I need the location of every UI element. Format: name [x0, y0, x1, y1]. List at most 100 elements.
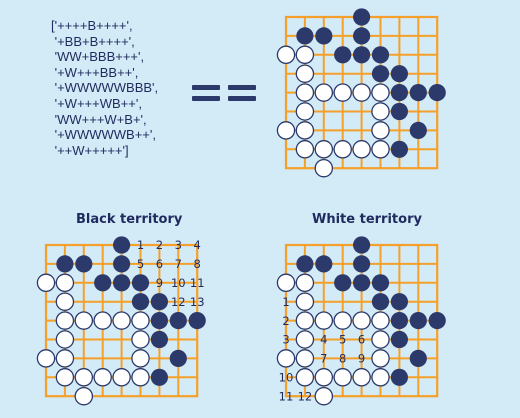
black-stone [428, 312, 446, 330]
white-stone [93, 311, 112, 330]
territory-label: 11 [279, 389, 294, 403]
black-stone [169, 312, 187, 330]
territory-label: 8 [194, 257, 201, 271]
code-line: ['++++B++++', [51, 18, 133, 33]
white-stone [36, 349, 56, 368]
territory-label: 13 [190, 295, 205, 309]
white-stone [314, 311, 334, 330]
white-stone [333, 368, 352, 387]
white-stone [314, 386, 334, 406]
white-stone [352, 83, 371, 102]
white-stone [55, 330, 75, 349]
territory-label: 8 [339, 352, 346, 366]
white-stone [74, 368, 94, 387]
black-stone [390, 293, 408, 311]
black-stone [390, 65, 408, 83]
code-line: '++W+++++'] [51, 142, 129, 158]
black-stone [296, 27, 314, 45]
black-stone [131, 274, 150, 292]
black-stone [75, 255, 93, 273]
white-stone [371, 83, 390, 102]
territory-label: 10 [279, 371, 294, 385]
black-stone [353, 236, 371, 254]
black-stone [371, 274, 390, 292]
black-stone [390, 84, 408, 102]
black-stone [353, 27, 371, 45]
code-line: 'WW+++W+B+', [51, 111, 147, 127]
black-stone [409, 121, 427, 139]
white-stone [276, 349, 296, 368]
code-line: '+WWWWWBBB', [51, 80, 159, 96]
territory-label: 5 [339, 333, 346, 347]
white-stone [333, 83, 352, 102]
black-stone [353, 46, 371, 64]
code-line: '+WWWWWB++', [51, 127, 156, 143]
white-stone [112, 368, 131, 387]
white-stone [93, 368, 112, 387]
white-stone [371, 102, 390, 121]
black-stone [334, 46, 352, 64]
black-stone [390, 102, 408, 121]
territory-label: 4 [194, 238, 201, 252]
white-stone [333, 311, 352, 330]
white-stone [314, 83, 334, 102]
black-stone [390, 368, 408, 386]
black-stone [113, 236, 131, 254]
white-stone [333, 140, 352, 159]
black-territory-caption: Black territory [76, 212, 183, 227]
white-stone [352, 368, 371, 387]
equals-bar [228, 85, 256, 90]
white-stone [295, 121, 315, 140]
black-stone [371, 65, 390, 83]
white-stone [295, 140, 315, 159]
black-stone [169, 349, 187, 367]
territory-label: 6 [358, 333, 365, 347]
black-stone [56, 255, 74, 273]
black-stone [409, 312, 427, 330]
code-line: 'WW+BBB+++', [51, 49, 145, 65]
territory-label: 6 [156, 257, 163, 271]
equals-bar [192, 96, 220, 101]
black-stone [315, 27, 333, 45]
territory-label: 2 [282, 314, 289, 328]
white-stone [352, 140, 371, 159]
white-stone [371, 121, 390, 140]
white-stone [36, 273, 56, 293]
white-stone [295, 102, 315, 121]
territory-label: 7 [175, 257, 182, 271]
white-stone [314, 158, 334, 178]
territory-label: 3 [175, 238, 182, 252]
white-stone [295, 349, 315, 368]
territory-label: 10 [171, 276, 186, 290]
territory-label: 12 [298, 389, 313, 403]
white-stone [295, 368, 315, 387]
white-stone [131, 368, 150, 387]
territory-label: 1 [137, 238, 144, 252]
black-stone [150, 330, 168, 349]
equals-bar [192, 85, 220, 90]
code-line: '+W+++WB++', [51, 95, 142, 111]
black-stone [150, 368, 168, 386]
territory-label: 9 [156, 276, 163, 290]
board-code-listing: ['++++B++++', '+BB+B++++', 'WW+BBB+++', … [51, 18, 211, 158]
territory-label: 3 [282, 333, 289, 347]
territory-label: 12 [171, 295, 186, 309]
black-stone [131, 293, 150, 311]
white-stone [295, 311, 315, 330]
black-stone [315, 255, 333, 273]
white-stone [295, 292, 315, 311]
white-stone [295, 64, 315, 83]
black-stone [188, 312, 206, 330]
black-stone [334, 274, 352, 292]
black-stone [390, 330, 408, 349]
white-stone [74, 386, 94, 406]
white-stone [371, 140, 390, 159]
white-stone [352, 311, 371, 330]
white-stone [276, 121, 296, 140]
black-stone [113, 274, 131, 292]
white-stone [55, 349, 75, 368]
white-stone [371, 330, 390, 349]
